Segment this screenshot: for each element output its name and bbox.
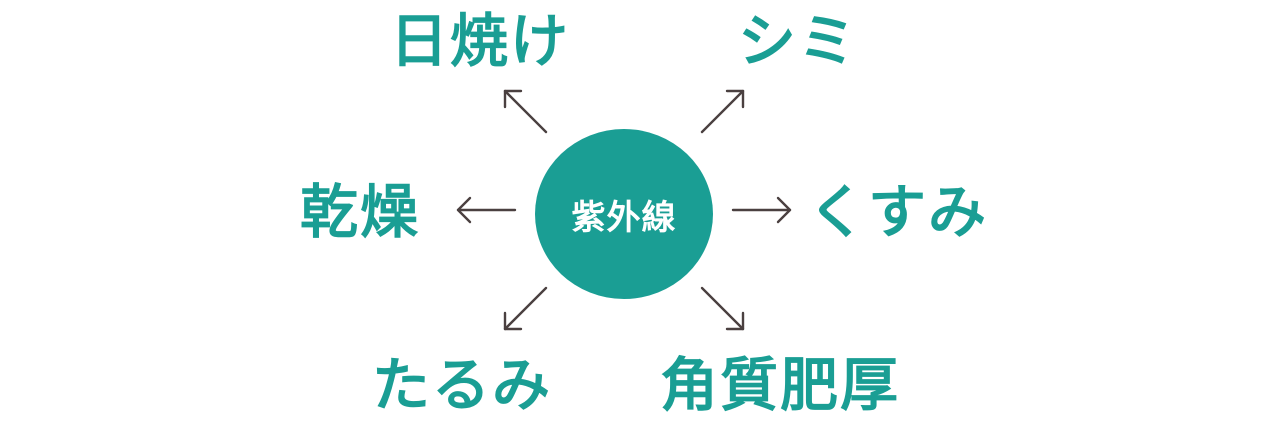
arrow-to-sagging (503, 286, 548, 331)
effect-dryness: 乾燥 (300, 178, 421, 246)
arrow-to-spots (700, 89, 745, 134)
effect-sagging: たるみ (372, 351, 553, 419)
arrow-to-dullness (731, 196, 792, 224)
center-label: 紫外線 (571, 197, 677, 238)
effect-spots: シミ (738, 7, 859, 75)
arrow-to-dryness (456, 196, 517, 224)
effect-hyperkeratosis: 角質肥厚 (660, 351, 901, 419)
arrow-to-hyperkeratosis (700, 286, 745, 331)
effect-sunburn: 日焼け (390, 7, 571, 75)
effect-dullness: くすみ (808, 178, 989, 246)
arrow-to-sunburn (503, 89, 548, 134)
uv-center-circle: 紫外線 (535, 129, 713, 299)
